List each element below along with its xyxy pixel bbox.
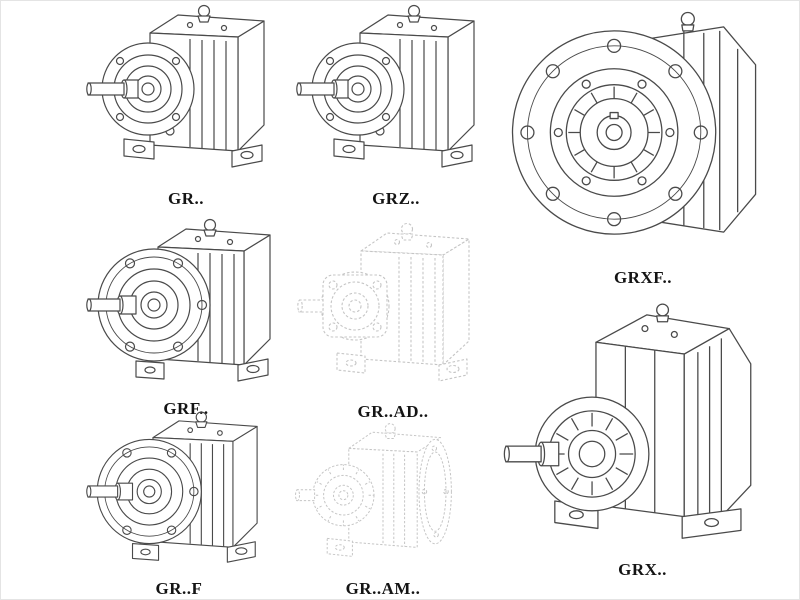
gr-label: GR..: [168, 189, 204, 208]
gr-gearbox-drawing: [86, 4, 265, 168]
grad-gearbox-drawing: [297, 222, 470, 382]
grz-gearbox-drawing: [296, 4, 475, 168]
grf2-label: GR..F: [155, 579, 203, 598]
figure-gram: GR..AM..: [293, 407, 473, 599]
grf-gearbox-drawing: [86, 218, 271, 382]
figure-grf2: GR..F: [86, 406, 272, 599]
figure-grad: GR..AD..: [293, 211, 493, 422]
grf2-gearbox-drawing: [86, 411, 258, 563]
figure-grx: GRX..: [498, 299, 787, 580]
grx-label: GRX..: [618, 560, 667, 579]
figure-grz: GRZ..: [296, 3, 496, 209]
grf-label: GRF..: [163, 399, 209, 418]
figure-gr: GR..: [86, 3, 286, 209]
grxf-gearbox-drawing: [511, 11, 757, 235]
gram-gearbox-drawing: [295, 423, 452, 557]
figure-grf: GRF..: [86, 213, 286, 419]
gram-label: GR..AM..: [345, 579, 421, 598]
figure-grxf: GRXF..: [498, 3, 788, 288]
grad-label: GR..AD..: [357, 402, 429, 421]
grx-gearbox-drawing: [503, 303, 752, 539]
grxf-label: GRXF..: [613, 268, 673, 287]
grz-label: GRZ..: [372, 189, 420, 208]
